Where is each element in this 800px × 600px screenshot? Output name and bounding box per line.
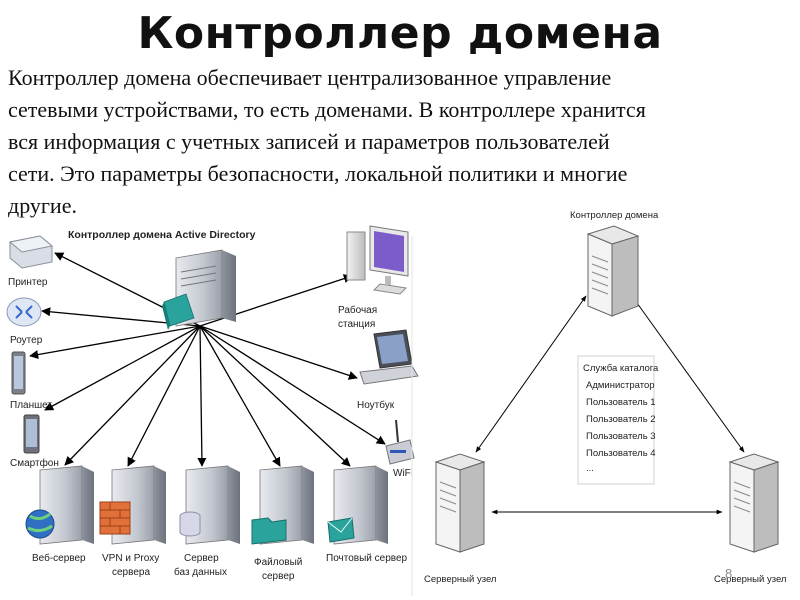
right-controller-server-icon: [586, 225, 640, 317]
description-line: сети. Это параметры безопасности, локаль…: [8, 161, 628, 186]
router-icon: [6, 297, 42, 327]
server-node-left-label: Серверный узел: [424, 574, 496, 585]
description-line: вся информация с учетных записей и парам…: [8, 129, 610, 154]
catalog-title: Служба каталога: [583, 363, 659, 374]
catalog-item: Пользователь 2: [586, 414, 656, 425]
vpn-server-label-2: сервера: [112, 567, 150, 578]
catalog-item: Администратор: [586, 380, 655, 391]
vpn-server-label-1: VPN и Proxy: [102, 553, 159, 564]
laptop-label: Ноутбук: [357, 399, 395, 411]
tablet-label: Планшет: [10, 400, 52, 411]
server-node-left-icon: [434, 453, 486, 553]
server-node-right-icon: [728, 453, 780, 553]
wifi-label: WiFi: [393, 468, 413, 479]
catalog-item: Пользователь 4: [586, 448, 656, 459]
smartphone-icon: [23, 414, 40, 454]
workstation-label-1: Рабочая: [338, 304, 377, 316]
mail-server-icon: [327, 465, 388, 545]
description-line: другие.: [8, 193, 77, 218]
server-node-right-label: Серверный узел: [714, 574, 786, 585]
vpn-proxy-server-icon: [99, 465, 166, 545]
catalog-item: ...: [586, 463, 594, 474]
printer-icon: [8, 235, 54, 269]
database-server-icon: [179, 465, 240, 545]
router-label: Роутер: [10, 335, 43, 346]
domain-controller-server-icon: [162, 249, 236, 330]
catalog-item: Пользователь 1: [586, 397, 656, 408]
laptop-icon: [359, 329, 419, 385]
file-server-label-1: Файловый: [254, 557, 302, 568]
description: Контроллер домена обеспечивает централиз…: [8, 62, 788, 222]
web-server-icon: [25, 465, 94, 545]
web-server-label: Веб-сервер: [32, 552, 86, 564]
smartphone-label: Смартфон: [10, 457, 59, 469]
description-line: Контроллер домена обеспечивает централиз…: [8, 65, 612, 90]
workstation-label-2: станция: [338, 319, 375, 330]
db-server-label-1: Сервер: [184, 553, 219, 564]
right-controller-label: Контроллер домена: [570, 210, 659, 221]
catalog-item: Пользователь 3: [586, 431, 656, 442]
printer-label: Принтер: [8, 277, 48, 288]
file-server-icon: [251, 465, 314, 545]
tablet-icon: [11, 351, 26, 395]
db-server-label-2: баз данных: [174, 566, 227, 578]
catalog-box: [577, 355, 655, 485]
slide-title: Контроллер домена: [137, 8, 663, 59]
file-server-label-2: сервер: [262, 571, 295, 582]
wifi-router-icon: [385, 419, 415, 465]
description-line: сетевыми устройствами, то есть доменами.…: [8, 97, 646, 122]
left-diagram-title: Контроллер домена Active Directory: [68, 229, 256, 241]
mail-server-label: Почтовый сервер: [326, 553, 408, 564]
page-number: 8: [725, 566, 733, 581]
workstation-icon: [346, 225, 409, 295]
replication-arrows: [475, 295, 745, 515]
